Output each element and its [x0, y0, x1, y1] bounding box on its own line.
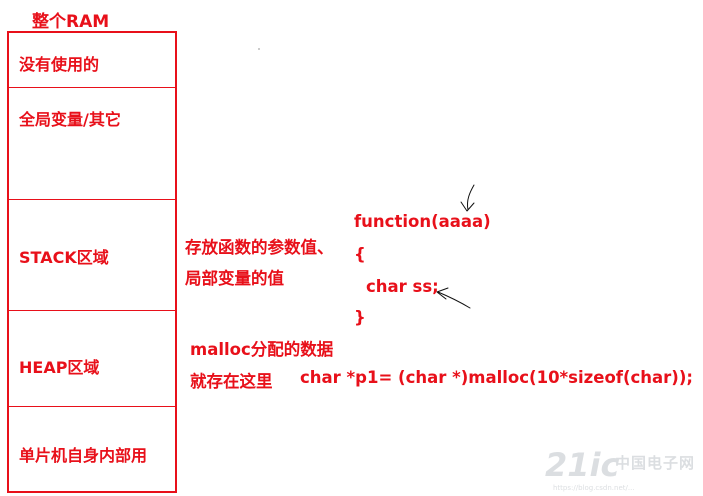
watermark: 21ic 中国电子网 https://blog.csdn.net/... [545, 446, 695, 492]
region-heap-label: HEAP区域 [19, 358, 100, 377]
ram-box: 没有使用的 全局变量/其它 STACK区域 HEAP区域 单片机自身内部用 [7, 31, 177, 493]
stray-dot [258, 48, 260, 50]
code-function-signature: function(aaaa) [354, 212, 491, 231]
heap-note-line2: 就存在这里 [190, 372, 273, 391]
watermark-logo: 21ic [545, 446, 620, 484]
stack-note-line2: 局部变量的值 [185, 269, 284, 288]
region-unused-label: 没有使用的 [19, 55, 100, 74]
region-unused: 没有使用的 [9, 33, 175, 88]
code-close-brace: } [354, 308, 366, 327]
param-arrow-icon [460, 184, 475, 212]
code-open-brace: { [354, 245, 366, 264]
region-internal: 单片机自身内部用 [9, 407, 175, 493]
local-var-arrow-icon [436, 287, 471, 309]
region-globals-label: 全局变量/其它 [19, 110, 121, 129]
heap-note-line1: malloc分配的数据 [190, 340, 334, 359]
watermark-url: https://blog.csdn.net/... [553, 484, 635, 492]
watermark-brand: 中国电子网 [615, 454, 696, 472]
region-globals: 全局变量/其它 [9, 88, 175, 200]
region-heap: HEAP区域 [9, 311, 175, 407]
region-internal-label: 单片机自身内部用 [19, 446, 148, 465]
code-malloc-statement: char *p1= (char *)malloc(10*sizeof(char)… [300, 368, 693, 387]
region-stack: STACK区域 [9, 200, 175, 311]
code-local-variable: char ss; [366, 277, 439, 296]
stack-note-line1: 存放函数的参数值、 [185, 238, 334, 257]
diagram-title: 整个RAM [32, 12, 110, 32]
region-stack-label: STACK区域 [19, 248, 109, 267]
